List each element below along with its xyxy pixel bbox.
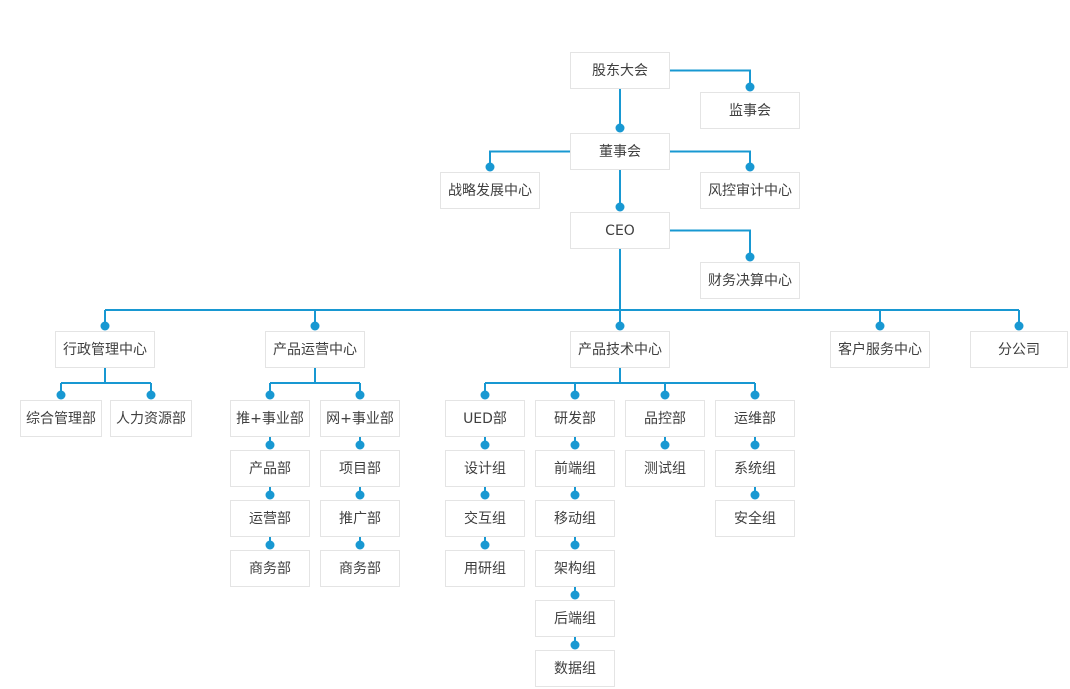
node-general: 综合管理部 <box>20 400 102 437</box>
connector-dot <box>570 490 580 500</box>
node-ops: 产品运营中心 <box>265 331 365 368</box>
node-tui: 推+事业部 <box>230 400 310 437</box>
connector-dot <box>146 390 156 400</box>
node-admin: 行政管理中心 <box>55 331 155 368</box>
connector-dot <box>750 440 760 450</box>
connector-dot <box>570 640 580 650</box>
node-supervisory: 监事会 <box>700 92 800 129</box>
node-board: 董事会 <box>570 133 670 170</box>
connector-dot <box>750 390 760 400</box>
node-qc: 品控部 <box>625 400 705 437</box>
connector-dot <box>660 390 670 400</box>
node-risk: 风控审计中心 <box>700 172 800 209</box>
node-strategy: 战略发展中心 <box>440 172 540 209</box>
node-product: 产品部 <box>230 450 310 487</box>
connector-dot <box>1014 321 1024 331</box>
connector-dot <box>660 440 670 450</box>
connector-dot <box>615 202 625 212</box>
node-service: 客户服务中心 <box>830 331 930 368</box>
node-architecture: 架构组 <box>535 550 615 587</box>
node-operation: 运营部 <box>230 500 310 537</box>
connector-dot <box>615 123 625 133</box>
node-tech: 产品技术中心 <box>570 331 670 368</box>
connector-dot <box>265 540 275 550</box>
node-project: 项目部 <box>320 450 400 487</box>
connector-dot <box>355 440 365 450</box>
connector-dot <box>480 390 490 400</box>
node-backend: 后端组 <box>535 600 615 637</box>
node-mobile: 移动组 <box>535 500 615 537</box>
connector-dot <box>750 490 760 500</box>
node-security: 安全组 <box>715 500 795 537</box>
connector-dot <box>570 390 580 400</box>
node-system: 系统组 <box>715 450 795 487</box>
node-research: 用研组 <box>445 550 525 587</box>
connector-dot <box>310 321 320 331</box>
connector-dot <box>875 321 885 331</box>
connector-dot <box>485 162 495 172</box>
connector-dot <box>355 390 365 400</box>
node-branch: 分公司 <box>970 331 1068 368</box>
node-shareholders: 股东大会 <box>570 52 670 89</box>
connector-dot <box>265 440 275 450</box>
connector-dot <box>265 390 275 400</box>
node-ued: UED部 <box>445 400 525 437</box>
node-data: 数据组 <box>535 650 615 687</box>
node-frontend: 前端组 <box>535 450 615 487</box>
connector-dot <box>745 162 755 172</box>
node-finance: 财务决算中心 <box>700 262 800 299</box>
connector-dot <box>355 540 365 550</box>
connector-dot <box>745 82 755 92</box>
connector-dot <box>480 540 490 550</box>
node-business1: 商务部 <box>230 550 310 587</box>
node-design: 设计组 <box>445 450 525 487</box>
node-ceo: CEO <box>570 212 670 249</box>
node-test: 测试组 <box>625 450 705 487</box>
connector-dot <box>56 390 66 400</box>
connector-dot <box>570 540 580 550</box>
connector-dot <box>745 252 755 262</box>
node-om: 运维部 <box>715 400 795 437</box>
connector-dot <box>480 490 490 500</box>
connector-dot <box>265 490 275 500</box>
node-interaction: 交互组 <box>445 500 525 537</box>
node-promotion: 推广部 <box>320 500 400 537</box>
connector-dot <box>480 440 490 450</box>
connector-dot <box>100 321 110 331</box>
connector-dot <box>615 321 625 331</box>
node-business2: 商务部 <box>320 550 400 587</box>
node-wang: 网+事业部 <box>320 400 400 437</box>
connector-dot <box>570 440 580 450</box>
node-rd: 研发部 <box>535 400 615 437</box>
connector-dot <box>570 590 580 600</box>
node-hr: 人力资源部 <box>110 400 192 437</box>
connector-dot <box>355 490 365 500</box>
